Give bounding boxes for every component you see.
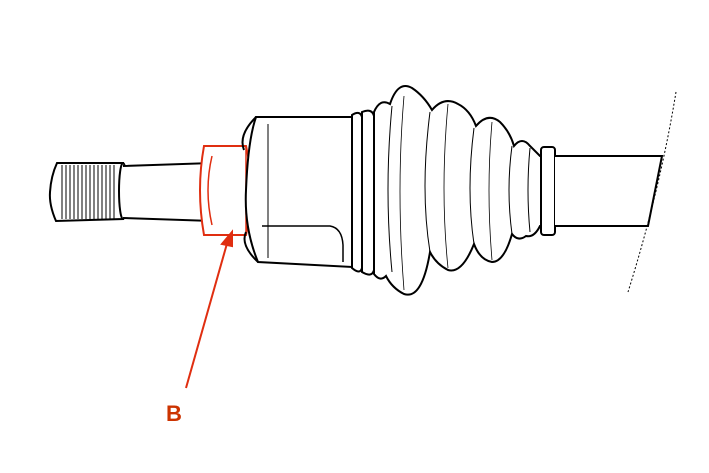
stub-shaft bbox=[122, 161, 213, 223]
rubber-boot bbox=[373, 85, 549, 296]
housing-collar-ridges bbox=[351, 109, 375, 276]
cv-joint-housing bbox=[241, 116, 353, 269]
callout-label-b: B bbox=[166, 401, 182, 426]
callout-b-leader bbox=[185, 229, 233, 389]
spacer-ring bbox=[199, 145, 252, 236]
axle-shaft bbox=[555, 155, 664, 227]
splined-stub-end bbox=[48, 162, 128, 223]
spline-teeth bbox=[61, 165, 115, 219]
boot-clamp bbox=[540, 146, 556, 236]
break-line bbox=[627, 91, 677, 293]
